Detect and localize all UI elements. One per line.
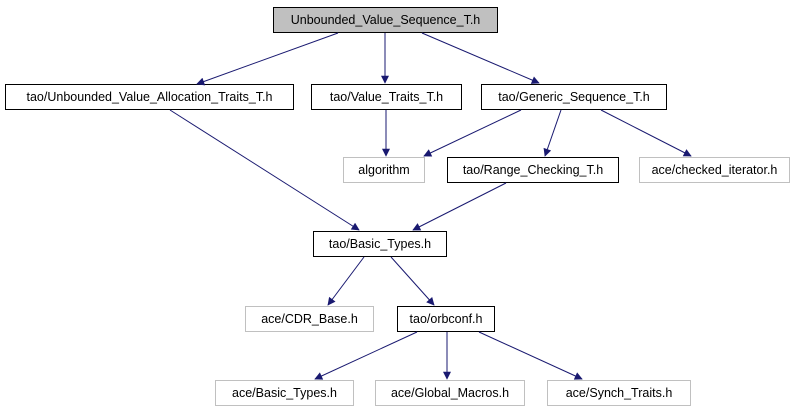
edge-orbconf-to-ace-basic-types — [314, 331, 418, 380]
node-orbconf[interactable]: tao/orbconf.h — [397, 306, 495, 332]
edge-orbconf-to-synch-traits — [478, 331, 583, 380]
node-ace-basic-types: ace/Basic_Types.h — [215, 380, 354, 406]
node-cdr-base: ace/CDR_Base.h — [245, 306, 374, 332]
node-generic-sequence[interactable]: tao/Generic_Sequence_T.h — [481, 84, 667, 110]
edge-basic-types-to-orbconf — [390, 256, 435, 306]
node-unbounded-value-allocation-traits[interactable]: tao/Unbounded_Value_Allocation_Traits_T.… — [5, 84, 294, 110]
node-unbounded-value-sequence: Unbounded_Value_Sequence_T.h — [273, 7, 498, 33]
node-range-checking[interactable]: tao/Range_Checking_T.h — [447, 157, 619, 183]
node-algorithm: algorithm — [343, 157, 425, 183]
node-tao-basic-types[interactable]: tao/Basic_Types.h — [313, 231, 447, 257]
edge-root-to-alloc-traits — [196, 32, 339, 86]
edge-generic-seq-to-range-checking — [543, 109, 562, 157]
node-global-macros: ace/Global_Macros.h — [375, 380, 525, 406]
node-checked-iterator: ace/checked_iterator.h — [639, 157, 790, 183]
node-value-traits[interactable]: tao/Value_Traits_T.h — [311, 84, 462, 110]
edge-alloc-traits-to-basic-types — [169, 109, 360, 231]
edge-generic-seq-to-checked-iter — [600, 109, 692, 157]
edge-basic-types-to-cdr-base — [327, 256, 365, 306]
edge-range-checking-to-basic-types — [412, 182, 507, 231]
node-synch-traits: ace/Synch_Traits.h — [547, 380, 691, 406]
edge-root-to-generic-sequence — [421, 32, 540, 84]
edge-generic-seq-to-algorithm — [423, 109, 522, 157]
